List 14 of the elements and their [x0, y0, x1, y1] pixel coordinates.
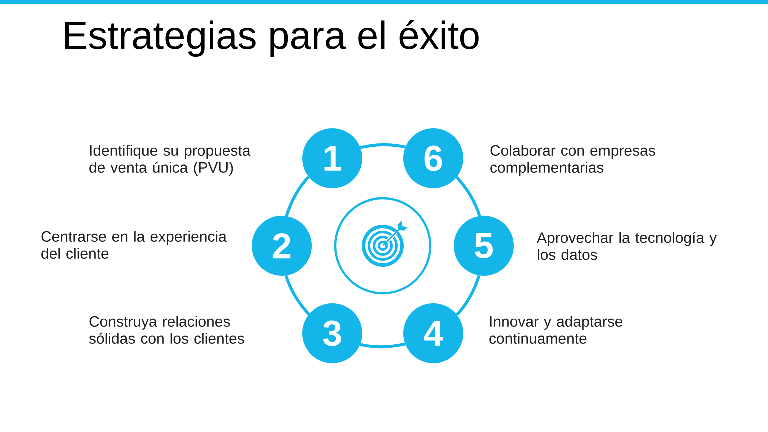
- ring-segment: [285, 176, 310, 217]
- description-text: Construya relaciones sólidas con los clientes: [89, 316, 244, 344]
- description-text: Identifique su propuesta de venta única (PVU): [90, 145, 251, 176]
- ring-segment: [284, 275, 310, 316]
- description-text: Colaborar con empresas complementarias: [490, 145, 656, 176]
- ring-segment: [456, 176, 482, 217]
- ring-segment: [456, 275, 481, 316]
- ring-segment: [360, 342, 406, 349]
- center-circle: [334, 197, 432, 295]
- description-text: Innovar y adaptarse continuamente: [490, 316, 623, 344]
- description-text: Aprovechar la tecnología y los datos: [537, 232, 718, 260]
- title: Estrategias para el éxito: [65, 20, 479, 58]
- description-text: Centrarse en la experiencia del cliente: [42, 231, 227, 260]
- ring-segment: [360, 143, 406, 150]
